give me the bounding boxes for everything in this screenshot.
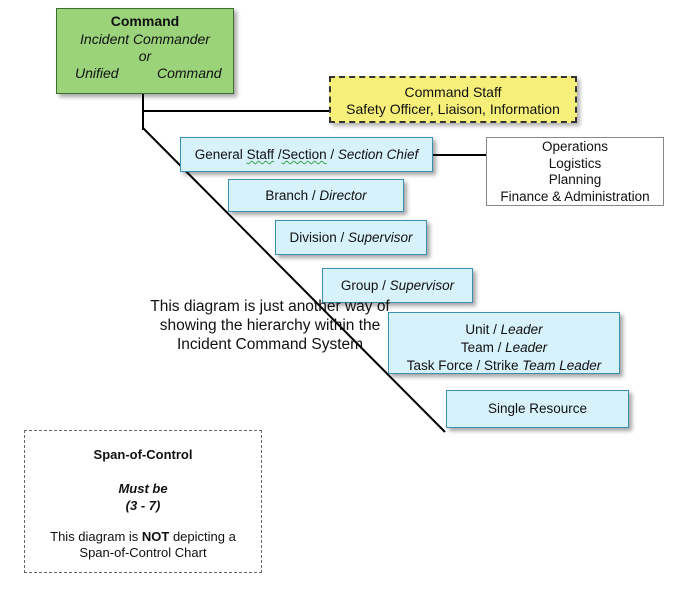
branch-box: Branch / Director (228, 179, 404, 212)
team-line: Team / Leader (389, 339, 619, 357)
note-line: showing the hierarchy within the (159, 317, 381, 334)
hierarchy-diagonal (142, 127, 446, 433)
span-of-control-box: Span-of-Control Must be (3 - 7) This dia… (24, 430, 262, 573)
function-item: Planning (548, 172, 602, 187)
command-title: Command (110, 13, 180, 29)
group-box: Group / Supervisor (322, 268, 473, 303)
span-desc-line-1: This diagram is NOT depicting a (25, 529, 261, 544)
functions-box: Operations Logistics Planning Finance & … (486, 137, 664, 206)
team-role: Leader (505, 340, 548, 355)
general-staff-label-sep: / (274, 147, 282, 162)
command-command: Command (157, 65, 222, 81)
general-staff-label-section: Section (281, 147, 327, 162)
span-desc-line-2: Span-of-Control Chart (79, 545, 207, 560)
group-role: Supervisor (389, 278, 455, 293)
group-label: Group / (340, 278, 390, 293)
span-desc-b: depicting a (169, 529, 236, 544)
division-role: Supervisor (347, 230, 413, 245)
span-desc-a: This diagram is (50, 529, 142, 544)
function-item: Finance & Administration (500, 188, 650, 204)
branch-label: Branch / (265, 188, 320, 203)
general-staff-label-staff: Staff (246, 147, 275, 162)
division-label: Division / (289, 230, 348, 245)
unit-role: Leader (500, 322, 543, 337)
function-item: Operations (541, 139, 609, 154)
function-item: Logistics (548, 155, 602, 171)
division-box: Division / Supervisor (275, 220, 427, 255)
task-force-line: Task Force / Strike Team Leader (389, 357, 619, 375)
span-desc-not: NOT (141, 529, 170, 544)
command-staff-box: Command Staff Safety Officer, Liaison, I… (329, 76, 577, 123)
span-must: Must be (118, 481, 168, 496)
unit-label: Unit / (465, 322, 501, 337)
span-range: (3 - 7) (125, 498, 161, 513)
command-unified: Unified (75, 65, 119, 81)
single-resource-label: Single Resource (487, 401, 588, 416)
general-staff-label-a: General (194, 147, 247, 162)
general-staff-label-italic: Section Chief (337, 147, 419, 162)
general-staff-box: General Staff /Section / Section Chief (180, 137, 433, 172)
command-staff-members: Safety Officer, Liaison, Information (346, 101, 560, 117)
task-force-label: Task Force / Strike (406, 358, 523, 373)
team-label: Team / (460, 340, 506, 355)
command-or: or (138, 48, 152, 64)
branch-role: Director (319, 188, 367, 203)
single-resource-box: Single Resource (446, 390, 629, 428)
command-box: Command Incident Commander or Unified Co… (56, 8, 234, 94)
span-heading: Span-of-Control (93, 447, 193, 462)
command-staff-title: Command Staff (404, 84, 502, 100)
command-subtitle: Incident Commander (80, 31, 210, 47)
note-line: Incident Command System (176, 336, 364, 353)
unit-box: Unit / Leader Team / Leader Task Force /… (388, 312, 620, 374)
unit-line: Unit / Leader (389, 321, 619, 339)
task-force-role: Team Leader (522, 358, 602, 373)
general-staff-label-sep2: / (326, 147, 338, 162)
note-line: This diagram is just another way of (150, 298, 390, 315)
